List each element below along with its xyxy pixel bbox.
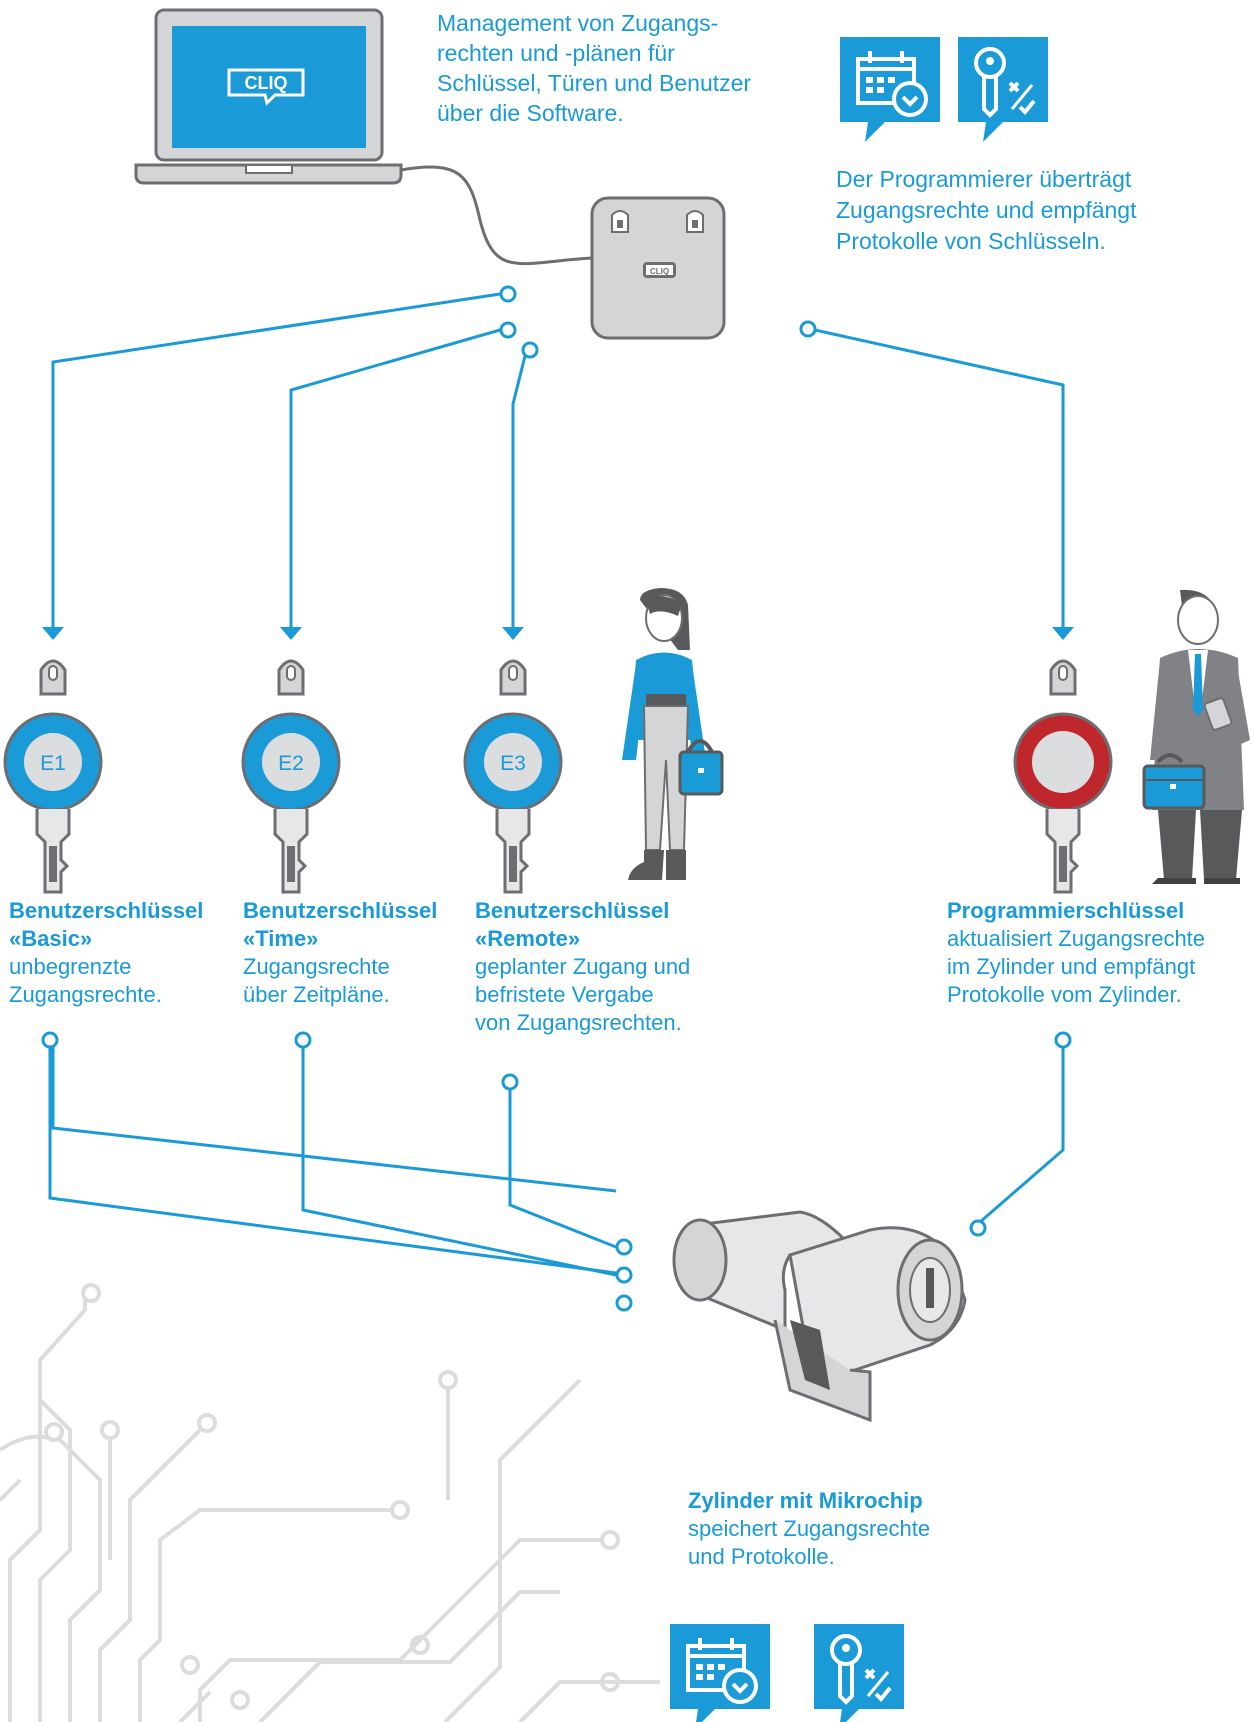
- connector-nodes-bottom: [41, 1031, 1072, 1312]
- key-line: Zugangsrechte: [243, 954, 390, 979]
- programmer-line: Der Programmierer überträgt: [836, 166, 1132, 192]
- key-subtitle: «Time»: [243, 926, 319, 951]
- connector-arrows-top: [42, 627, 1074, 640]
- key-title: Benutzerschlüssel: [243, 898, 438, 923]
- usb-cable: [400, 165, 593, 266]
- calendar-clock-icon: [668, 1622, 772, 1722]
- programming-key-line: Protokolle vom Zylinder.: [947, 982, 1182, 1007]
- key-e1-description: Benutzerschlüssel «Basic» unbegrenzte Zu…: [9, 897, 229, 1009]
- key-e3-description: Benutzerschlüssel «Remote» geplanter Zug…: [475, 897, 735, 1037]
- software-line: rechten und -plänen für: [437, 40, 675, 66]
- key-line: Zugangsrechte.: [9, 982, 162, 1007]
- cylinder-title: Zylinder mit Mikrochip: [688, 1488, 923, 1513]
- programming-key-line: im Zylinder und empfängt: [947, 954, 1196, 979]
- key-line: von Zugangsrechten.: [475, 1010, 682, 1035]
- programmer-line: Zugangsrechte und empfängt: [836, 197, 1137, 223]
- connector-lines-bottom-main: [48, 1038, 617, 1275]
- user-key-e2: [241, 659, 341, 894]
- key-rights-icon: [956, 35, 1050, 144]
- calendar-clock-icon: [838, 35, 942, 144]
- software-line: Schlüssel, Türen und Benutzer: [437, 70, 752, 96]
- key-line: befristete Vergabe: [475, 982, 654, 1007]
- programming-key-line: aktualisiert Zugangsrechte: [947, 926, 1206, 951]
- cylinder-description: Zylinder mit Mikrochip speichert Zugangs…: [688, 1487, 988, 1571]
- programmer-logo-text: CLIQ: [650, 267, 669, 276]
- programmer-line: Protokolle von Schlüsseln.: [836, 228, 1106, 254]
- programming-key-description: Programmierschlüssel aktualisiert Zugang…: [947, 897, 1247, 1009]
- key-line: geplanter Zugang und: [475, 954, 691, 979]
- software-description: Management von Zugangs- rechten und -plä…: [437, 8, 757, 128]
- key-badge-e2: E2: [278, 752, 304, 775]
- key-e2-description: Benutzerschlüssel «Time» Zugangsrechte ü…: [243, 897, 463, 1009]
- programmer-device: [590, 196, 726, 340]
- laptop-logo-text: CLIQ: [245, 73, 288, 93]
- connector-nodes-top: [499, 285, 817, 359]
- woman-figure: [622, 588, 724, 880]
- key-title: Benutzerschlüssel: [9, 898, 204, 923]
- programmer-description: Der Programmierer überträgt Zugangsrecht…: [836, 164, 1156, 257]
- key-line: über Zeitpläne.: [243, 982, 390, 1007]
- key-rights-icon: [812, 1622, 906, 1722]
- software-line: über die Software.: [437, 100, 624, 126]
- connector-lines-bottom: [51, 1038, 1065, 1277]
- user-key-e3: [463, 659, 563, 894]
- connector-lines-top: [51, 292, 1065, 627]
- programming-key: [1013, 659, 1113, 894]
- programming-key-title: Programmierschlüssel: [947, 898, 1185, 923]
- software-line: Management von Zugangs-: [437, 10, 719, 36]
- key-badge-e1: E1: [40, 752, 66, 775]
- laptop-illustration: [134, 8, 403, 185]
- key-line: unbegrenzte: [9, 954, 132, 979]
- circuit-decoration: [0, 1283, 660, 1722]
- user-key-e1: [3, 659, 103, 894]
- cylinder-line: speichert Zugangsrechte: [688, 1516, 931, 1541]
- businessman-figure: [1142, 589, 1250, 884]
- key-badge-e3: E3: [500, 752, 526, 775]
- key-title: Benutzerschlüssel: [475, 898, 670, 923]
- key-subtitle: «Basic»: [9, 926, 93, 951]
- key-subtitle: «Remote»: [475, 926, 581, 951]
- cylinder-line: und Protokolle.: [688, 1544, 835, 1569]
- lock-cylinder: [672, 1210, 967, 1423]
